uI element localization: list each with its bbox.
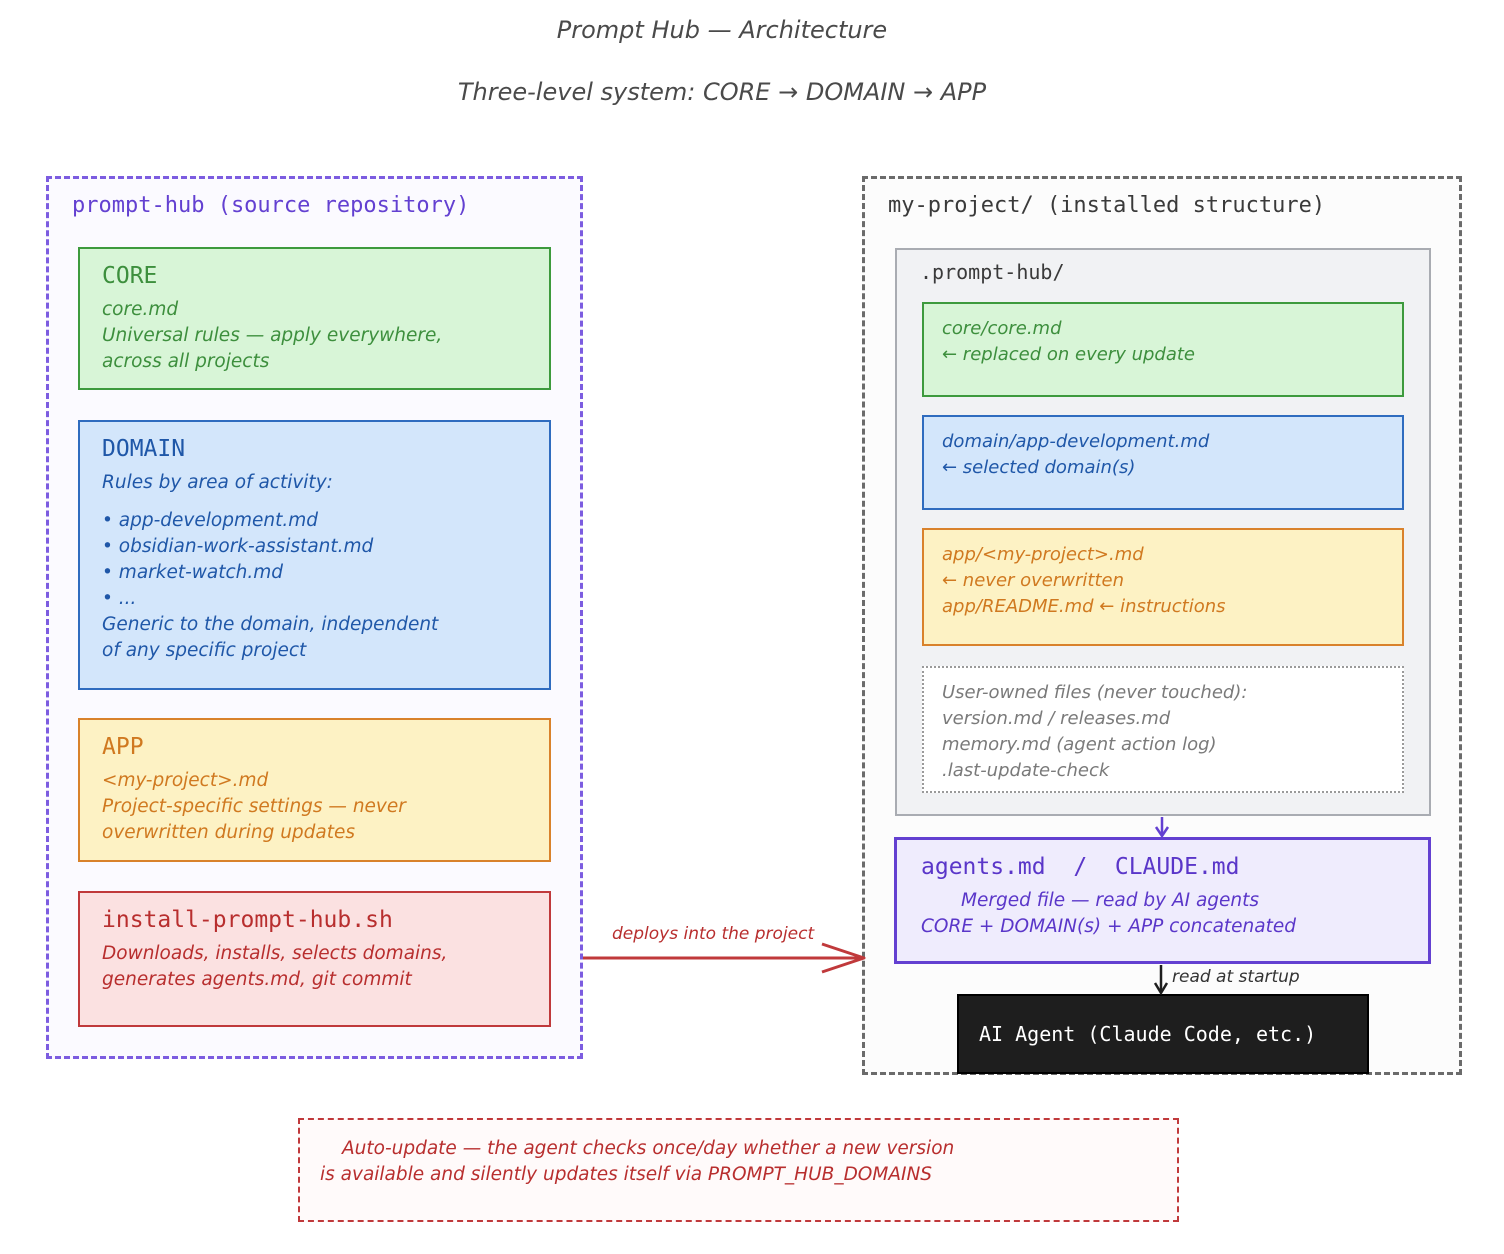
user-owned-files-text: User-owned files (never touched): versio… [942, 682, 1248, 781]
core-description: core.md Universal rules — apply everywhe… [102, 299, 443, 372]
installed-domain-box: domain/app-development.md ← selected dom… [922, 415, 1404, 510]
diagram-subtitle: Three-level system: CORE → DOMAIN → APP [457, 78, 987, 106]
install-script-box: install-prompt-hub.sh Downloads, install… [78, 891, 551, 1027]
domain-file-item: • app-development.md [102, 510, 318, 531]
read-arrow-label: read at startup [1172, 967, 1300, 987]
installed-app-text: app/<my-project>.md ← never overwritten … [942, 544, 1226, 617]
auto-update-text: Auto-update — the agent checks once/day … [320, 1136, 1157, 1188]
auto-update-note: Auto-update — the agent checks once/day … [298, 1118, 1179, 1222]
agents-md-desc-line: Merged file — read by AI agents [961, 890, 1260, 911]
app-title: APP [102, 734, 144, 760]
core-title: CORE [102, 263, 158, 289]
ai-agent-box: AI Agent (Claude Code, etc.) [957, 994, 1369, 1074]
prompt-hub-folder-label: .prompt-hub/ [920, 260, 1065, 284]
domain-footer: Generic to the domain, independent of an… [102, 614, 439, 661]
agents-md-title: agents.md / CLAUDE.md [921, 854, 1240, 880]
deploy-arrow-label: deploys into the project [612, 924, 815, 944]
source-repo-title: prompt-hub (source repository) [72, 193, 470, 218]
domain-file-list: • app-development.md • obsidian-work-ass… [102, 508, 527, 612]
domain-file-item: • ... [102, 588, 137, 609]
domain-title: DOMAIN [102, 436, 186, 462]
app-description: <my-project>.md Project-specific setting… [102, 770, 406, 843]
read-arrow [1153, 965, 1169, 996]
agents-md-description: Merged file — read by AI agents CORE + D… [921, 888, 1404, 940]
core-box: CORE core.md Universal rules — apply eve… [78, 247, 551, 390]
installed-core-text: core/core.md ← replaced on every update [942, 318, 1195, 365]
domain-file-item: • market-watch.md [102, 562, 284, 583]
installed-core-box: core/core.md ← replaced on every update [922, 302, 1404, 397]
domain-intro: Rules by area of activity: [102, 472, 333, 493]
deploy-arrow [583, 942, 866, 974]
install-script-description: Downloads, installs, selects domains, ge… [102, 943, 448, 990]
project-title: my-project/ (installed structure) [888, 193, 1326, 218]
user-owned-files-box: User-owned files (never touched): versio… [922, 666, 1404, 793]
app-box: APP <my-project>.md Project-specific set… [78, 718, 551, 862]
install-script-title: install-prompt-hub.sh [102, 907, 393, 933]
installed-app-box: app/<my-project>.md ← never overwritten … [922, 528, 1404, 646]
agents-md-box: agents.md / CLAUDE.md Merged file — read… [894, 837, 1431, 964]
auto-update-line: Auto-update — the agent checks once/day … [342, 1138, 955, 1159]
installed-domain-text: domain/app-development.md ← selected dom… [942, 431, 1210, 478]
domain-box: DOMAIN Rules by area of activity: • app-… [78, 420, 551, 690]
agents-md-desc-line: CORE + DOMAIN(s) + APP concatenated [921, 916, 1296, 937]
domain-file-item: • obsidian-work-assistant.md [102, 536, 374, 557]
auto-update-line: is available and silently updates itself… [320, 1164, 933, 1185]
diagram-title: Prompt Hub — Architecture [556, 16, 888, 44]
merge-arrow [1154, 817, 1170, 839]
